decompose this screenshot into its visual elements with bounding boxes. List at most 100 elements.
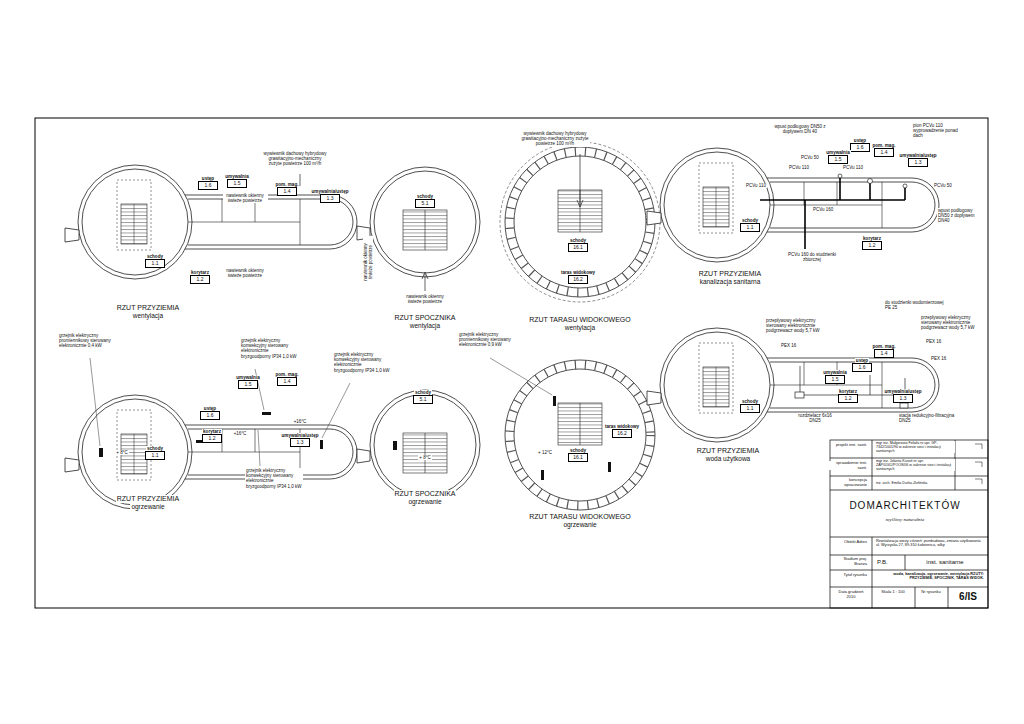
room-number: 1.1	[145, 451, 165, 459]
annotation: PCVu 110	[842, 165, 864, 170]
plan-title: ogrzewanie	[407, 498, 442, 505]
annotation: + 12°C	[537, 450, 553, 455]
annotation: przepływowy elektryczny sterowany elektr…	[920, 315, 983, 331]
annotation: wpust podłogowy DN50 z dopływem DN40	[937, 208, 983, 224]
annotation: PEX 16	[930, 356, 947, 361]
plan-title: kanalizacja sanitarna	[699, 278, 762, 285]
annotation: wywiewnik dachowy hybrydowy grawitacyjno…	[262, 151, 328, 167]
room-number: 5.1	[415, 199, 435, 207]
leader-lines	[90, 358, 552, 466]
room-number: 1.3	[320, 194, 340, 202]
plan-title: wentylacja	[132, 312, 164, 319]
plan-title: RZUT PRZYZIEMIA	[116, 304, 180, 312]
plan-title: wentylacja	[564, 324, 596, 331]
sewage-pipes	[760, 176, 905, 249]
room-number: 16.2	[612, 429, 632, 437]
annotation: pion PCVu 110 wyprowadzenie ponad dach	[912, 123, 962, 139]
annotation: sprawdzenie inst. sanit.	[828, 461, 868, 470]
room-number: 1.4	[277, 187, 297, 195]
annotation: PCVu 50	[933, 183, 953, 188]
dashed-outline	[500, 142, 660, 302]
annotation: nawiewnik okienny świeże powietrze	[363, 236, 373, 288]
room-number: 1.6	[852, 363, 872, 371]
annotation: grzejnik elektryczny promiennikowy stero…	[458, 332, 520, 348]
room-number: 16.1	[568, 453, 588, 461]
room-tag: schody1.1	[145, 254, 165, 268]
annotation: inż. arch. Emilia Durka-Zielińska	[875, 481, 928, 485]
room-number: 1.2	[202, 434, 222, 442]
annotation: mgr inż. Jolanta Kusoń nr upr. ZAP/0161/…	[875, 459, 955, 471]
room-number: 1.4	[874, 148, 894, 156]
ventilation-arrows	[300, 154, 583, 291]
room-tag: umywalnia/ustęp1.3	[883, 389, 922, 403]
annotation: + 8°C	[115, 450, 128, 455]
room-number: 1.2	[838, 394, 858, 402]
annotation: PCVu 160 do studzienki zbiorczej	[787, 252, 837, 262]
annotation: PEX 16	[925, 339, 942, 344]
room-tag: korytarz1.2	[838, 389, 858, 403]
room-tag: ustęp1.6	[852, 358, 872, 372]
plan-ground-heating	[65, 395, 357, 509]
room-tag: umywalnia1.5	[235, 375, 261, 389]
annotation: woda, kanalizacja, ogrzewanie, wentylacj…	[875, 572, 985, 581]
room-number: 1.5	[828, 155, 848, 163]
room-tag: schody5.1	[413, 390, 433, 404]
annotation: myślimy naturalnie	[885, 517, 925, 523]
water-pipes	[795, 366, 908, 408]
room-tag: taras widokowy16.2	[560, 270, 596, 284]
annotation: +16°C	[293, 419, 308, 424]
room-tag: pom. mag.1.4	[275, 182, 300, 196]
room-number: 1.6	[198, 181, 218, 189]
annotation: + 8°C	[418, 455, 431, 460]
plan-title: RZUT PRZYZIEMIA	[116, 495, 180, 503]
room-tag: schody16.1	[568, 448, 588, 462]
annotation: grzejnik elektryczny konwekcyjny sterowa…	[245, 468, 303, 489]
room-number: 1.6	[200, 411, 220, 419]
plan-landing-vent	[357, 167, 480, 277]
room-tag: pom. mag.1.4	[275, 372, 300, 386]
annotation: Stadium proj. Branża	[832, 557, 868, 566]
annotation: koncepcja opracowanie	[832, 478, 868, 487]
plan-title: RZUT PRZYZIEMIA	[696, 447, 760, 455]
annotation: Nr rysunku	[920, 590, 941, 595]
plan-title: DOMARCHITEKTÓW	[848, 500, 961, 512]
plan-title: RZUT SPOCZNIKA	[394, 490, 457, 498]
room-number: 1.3	[893, 394, 913, 402]
annotation: PCVu 160	[812, 207, 834, 212]
room-tag: ustęp1.6	[198, 176, 218, 190]
room-number: 16.1	[568, 243, 588, 251]
plan-terrace-heating	[505, 360, 655, 510]
annotation: Skala 1 : 100	[880, 590, 905, 595]
room-number: 1.1	[145, 259, 165, 267]
room-tag: schody5.1	[415, 194, 435, 208]
room-tag: pom. mag.1.4	[872, 344, 897, 358]
room-number: 1.3	[290, 438, 310, 446]
annotation: Obiekt Adres	[843, 540, 868, 545]
room-tag: umywalnia1.5	[822, 370, 848, 384]
plan-title: RZUT TARASU WIDOKOWEGO	[528, 513, 632, 521]
room-tag: schody1.1	[145, 446, 165, 460]
annotation: przepływowy elektryczny sterowany elektr…	[765, 318, 825, 334]
room-number: 1.2	[190, 275, 210, 283]
annotation: projekt inst. sanit.	[835, 443, 868, 448]
drains	[838, 174, 907, 188]
room-tag: korytarz1.2	[190, 270, 210, 284]
annotation: nawiewnik okienny świeże powietrze	[403, 294, 448, 304]
room-number: 1.1	[740, 404, 760, 412]
annotation: wpust podłogowy DN50 z dopływem DN 40	[770, 124, 830, 134]
room-tag: ustęp1.6	[200, 406, 220, 420]
plan-landing-heating	[357, 390, 480, 500]
room-tag: umywalnia/ustęp1.3	[898, 153, 937, 167]
room-tag: schody1.1	[740, 218, 760, 232]
room-tag: ustęp1.6	[850, 138, 870, 152]
plan-ground-water	[647, 328, 939, 442]
room-tag: schody1.1	[740, 399, 760, 413]
room-number: 5.1	[413, 395, 433, 403]
plan-ground-vent	[65, 165, 357, 279]
annotation: do studzienki wodomierzowej PE 25	[884, 300, 946, 310]
room-number: 1.5	[825, 375, 845, 383]
room-tag: umywalnia1.5	[224, 174, 250, 188]
room-number: 16.2	[568, 275, 588, 283]
